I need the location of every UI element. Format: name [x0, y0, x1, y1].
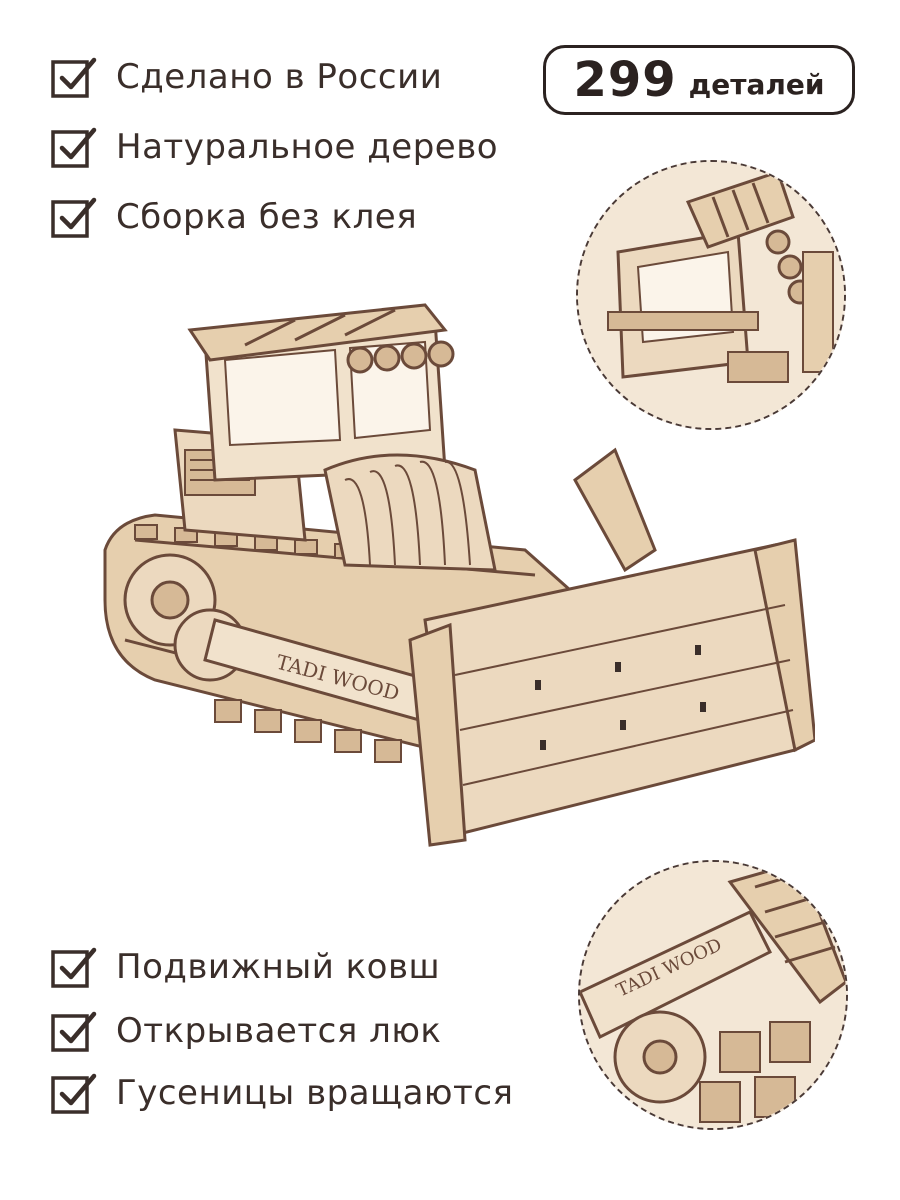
feature-movable-bucket: Подвижный ковш	[50, 944, 440, 990]
bulldozer-model-illustration: TADI WOOD	[103, 303, 815, 847]
feature-label: Натуральное дерево	[116, 127, 499, 167]
feature-label: Подвижный ковш	[116, 947, 441, 987]
checkbox-checked-icon	[51, 197, 97, 238]
feature-no-glue: Сборка без клея	[50, 194, 417, 240]
feature-label: Сборка без клея	[116, 197, 418, 237]
checkbox-checked-icon	[51, 1011, 97, 1052]
feature-made-in-russia: Сделано в России	[50, 54, 442, 100]
parts-count-badge: 299 деталей	[543, 45, 855, 115]
parts-count-number: 299	[573, 52, 677, 108]
feature-label: Открывается люк	[116, 1011, 442, 1051]
checkbox-checked-icon	[51, 57, 97, 98]
feature-label: Сделано в России	[116, 57, 443, 97]
cab-detail-illustration	[578, 162, 844, 428]
feature-label: Гусеницы вращаются	[116, 1073, 514, 1113]
zoom-detail-cab	[576, 160, 846, 430]
parts-count-unit: деталей	[688, 67, 825, 101]
track-detail-illustration: TADI WOOD	[580, 862, 846, 1128]
checkbox-checked-icon	[51, 947, 97, 988]
checkbox-checked-icon	[51, 127, 97, 168]
feature-opening-hatch: Открывается люк	[50, 1008, 441, 1054]
feature-rotating-tracks: Гусеницы вращаются	[50, 1070, 513, 1116]
zoom-detail-track: TADI WOOD	[578, 860, 848, 1130]
checkbox-checked-icon	[51, 1073, 97, 1114]
feature-natural-wood: Натуральное дерево	[50, 124, 498, 170]
